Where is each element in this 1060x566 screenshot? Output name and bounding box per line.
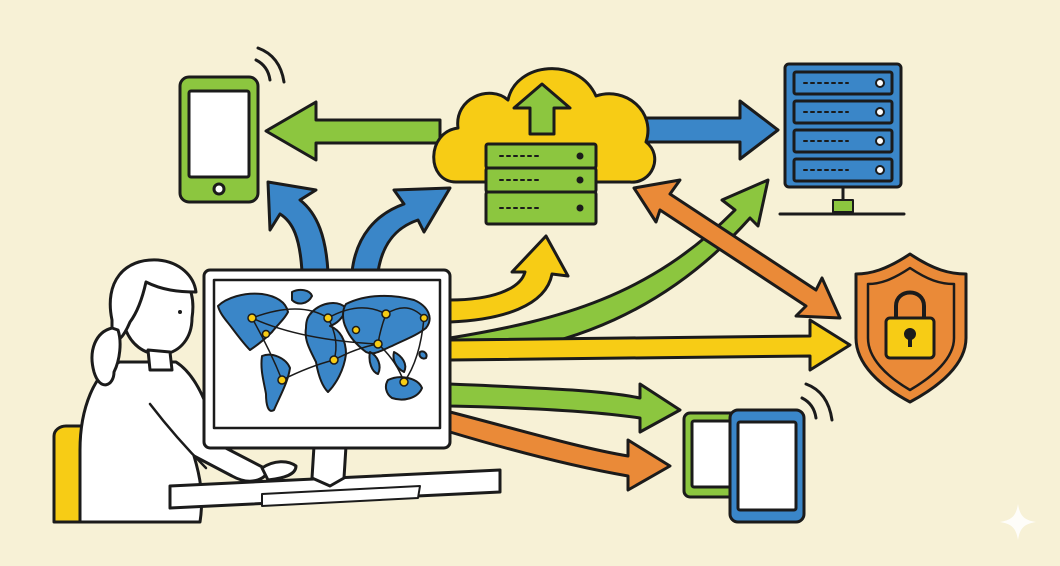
upload-arrow-icon bbox=[512, 82, 572, 136]
server-icon bbox=[778, 62, 906, 216]
arrow-cloud-to-shield bbox=[632, 178, 842, 320]
person-icon bbox=[52, 258, 298, 524]
cloud-server-stack bbox=[484, 142, 598, 226]
arrow-monitor-to-shield bbox=[448, 318, 852, 372]
sparkle-icon bbox=[1000, 504, 1036, 540]
flow-arrows bbox=[264, 99, 852, 492]
desk bbox=[168, 468, 502, 510]
lock-icon bbox=[854, 252, 968, 404]
map-nodes bbox=[247, 309, 429, 387]
arrow-monitor-to-tablet-green bbox=[448, 382, 682, 434]
cloud-icon bbox=[432, 67, 657, 226]
arrow-cloud-to-phone bbox=[264, 100, 442, 162]
arrow-monitor-to-cloudserver bbox=[448, 234, 570, 324]
wifi-signal-icon bbox=[800, 382, 834, 422]
arrow-cloud-to-server bbox=[644, 99, 780, 161]
wifi-signal-icon bbox=[254, 46, 286, 84]
arrow-monitor-to-cloud bbox=[350, 186, 452, 274]
arrow-monitor-to-tablet-orange bbox=[448, 410, 672, 492]
world-map bbox=[217, 288, 431, 412]
arrow-monitor-to-phone bbox=[266, 180, 330, 274]
tablet-icon bbox=[682, 382, 834, 524]
phone-icon bbox=[178, 46, 286, 204]
